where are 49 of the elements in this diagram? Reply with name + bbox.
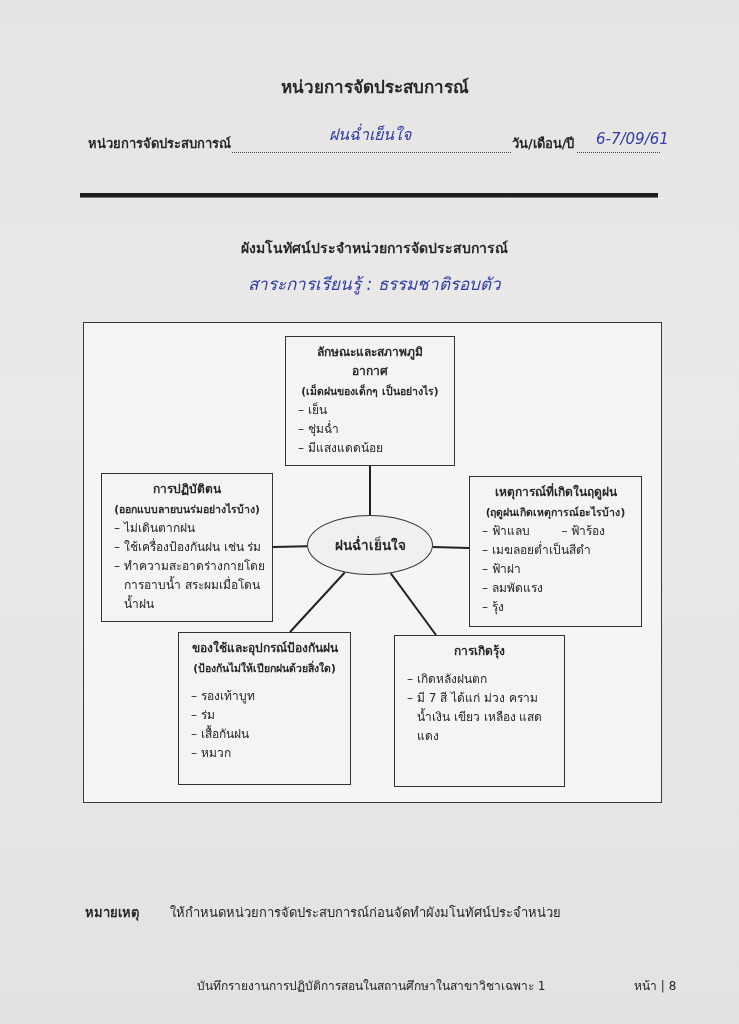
field-label: วัน/เดือน/ปี [512, 135, 575, 153]
box-subtitle: (ฤดูฝนเกิดเหตุการณ์อะไรบ้าง) [484, 505, 627, 522]
connector-line [369, 465, 371, 516]
list-item: – ร่ม [191, 707, 216, 724]
box-subtitle: (ออกแบบลายบนร่มอย่างไรบ้าง) [113, 502, 261, 517]
connector-line [272, 545, 309, 548]
list-item: – รุ้ง [482, 599, 505, 617]
concept-box [394, 635, 565, 787]
list-item: – มี 7 สี ได้แก่ ม่วง คราม น้ำเงิน เขียว เหลือง แสด แดง [407, 690, 544, 745]
box-heading: ลักษณะและสภาพภูมิอากาศ [316, 344, 424, 380]
connector-line [389, 572, 437, 636]
concept-box [101, 473, 273, 622]
list-item: – ฟ้าแลบ [482, 523, 531, 540]
list-item: – ลมพัดแรง [482, 580, 544, 597]
list-item: – ฟ้าผ่า [482, 561, 522, 578]
list-item: – รองเท้าบูท [191, 688, 256, 706]
list-item: – ใช้เครื่องป้องกันฝน เช่น ร่ม [114, 538, 263, 556]
box-heading: ของใช้และอุปกรณ์ป้องกันฝน [190, 639, 339, 658]
box-subtitle: (เม็ดฝนของเด็กๆ เป็นอย่างไร) [300, 383, 440, 400]
footer-text: บันทึกรายงานการปฏิบัติการสอนในสถานศึกษาในสาขาวิชาเฉพาะ 1 [197, 978, 546, 995]
page-number: หน้า | 8 [634, 978, 677, 995]
list-item: – ชุ่มฉ่ำ [298, 420, 340, 439]
center-label: ฝนฉ่ำเย็นใจ [334, 535, 406, 555]
list-item: – ฟ้าร้อง [561, 523, 607, 540]
list-item: – หมวก [191, 745, 232, 762]
list-item: – เย็น [298, 401, 328, 419]
list-item: – ทำความสะอาดร่างกายโดยการอาบน้ำ สระผมเมื่อโดนน้ำฝน [114, 558, 266, 613]
list-item: – มีแสงแดดน้อย [298, 440, 384, 457]
handwritten-text: 6-7/09/61 [596, 129, 669, 150]
handwritten-text: สาระการเรียนรู้ : ธรรมชาติรอบตัว [247, 273, 502, 297]
field-label: หน่วยการจัดประสบการณ์ [88, 135, 231, 153]
connector-line [289, 571, 346, 633]
concept-box [285, 336, 455, 466]
list-item: – เสื้อกันฝน [191, 725, 250, 743]
note-label: หมายเหตุ [85, 904, 139, 923]
list-item: – ไม่เดินตากฝน [114, 520, 196, 537]
box-heading: เหตุการณ์ที่เกิดในฤดูฝน [493, 483, 618, 502]
box-subtitle: (ป้องกันไม่ให้เปียกฝนด้วยสิ่งใด) [192, 659, 337, 676]
handwritten-text: ฝนฉ่ำเย็นใจ [328, 124, 413, 146]
list-item: – เมฆลอยต่ำเป็นสีดำ [482, 541, 592, 559]
note-text: ให้กำหนดหน่วยการจัดประสบการณ์ก่อนจัดทำผังมโนทัศน์ประจำหน่วย [170, 904, 561, 922]
concept-box [469, 476, 642, 627]
list-item: – เกิดหลังฝนตก [407, 671, 488, 688]
box-heading: การปฏิบัติตน [152, 481, 222, 498]
concept-box [178, 632, 351, 785]
box-heading: การเกิดรุ้ง [453, 643, 506, 661]
subheading: ผังมโนทัศน์ประจำหน่วยการจัดประสบการณ์ [240, 239, 509, 258]
connector-line [431, 545, 470, 549]
page-title: หน่วยการจัดประสบการณ์ [279, 76, 470, 99]
